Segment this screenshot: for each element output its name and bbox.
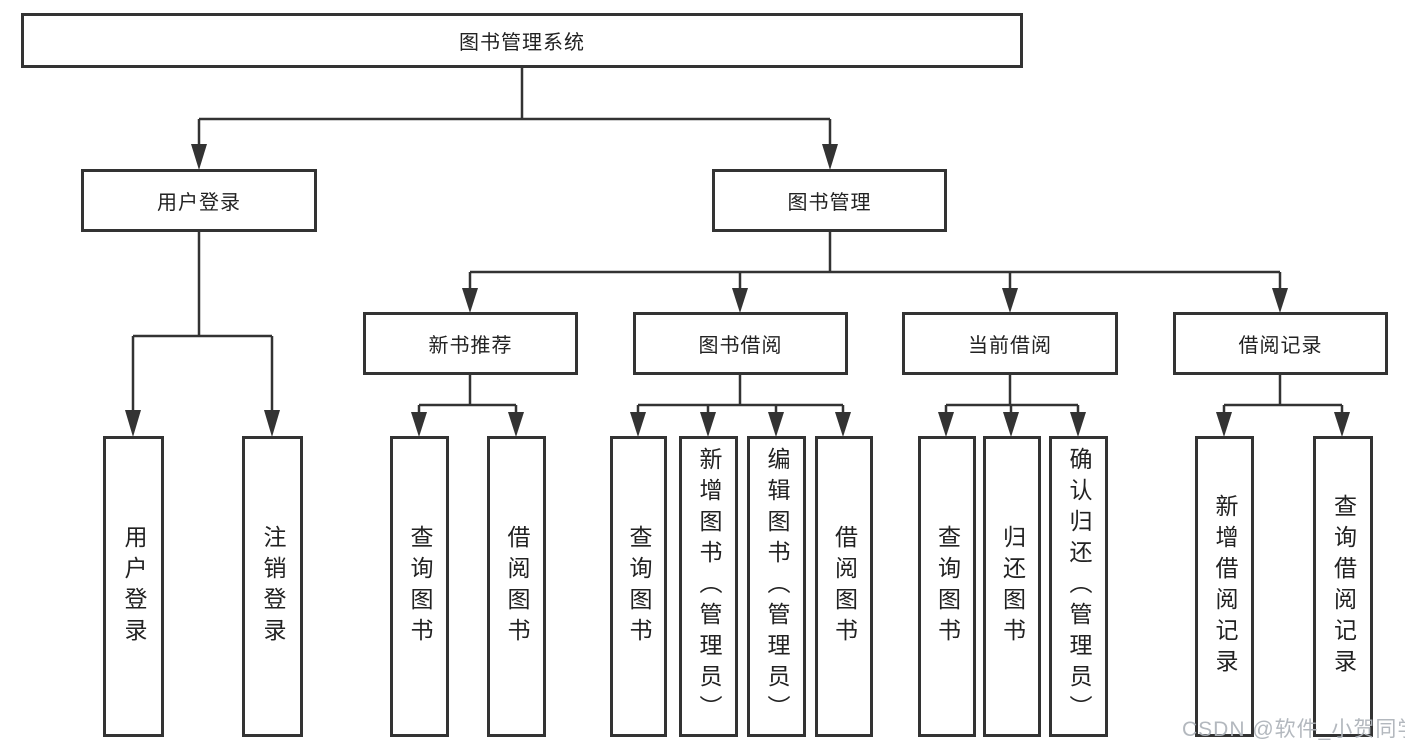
leaf-query-borrow-record-label: 查询借阅记录: [1330, 493, 1357, 680]
leaf-borrow-books: 借阅图书: [815, 436, 873, 737]
connector-borrow-records-to-leaves: [1216, 375, 1350, 437]
leaf-query-borrow-record: 查询借阅记录: [1313, 436, 1373, 737]
node-user-login-label: 用户登录: [157, 192, 241, 214]
connector-user-login-to-leaves: [125, 232, 280, 437]
leaf-add-borrow-record: 新增借阅记录: [1195, 436, 1254, 737]
leaf-return-books-label: 归还图书: [999, 524, 1026, 649]
connector-book-mgmt-to-level3: [462, 232, 1288, 313]
connector-new-book-to-leaves: [411, 375, 524, 437]
node-new-book-recommend-label: 新书推荐: [428, 335, 513, 357]
leaf-borrow-query-books: 查询图书: [610, 436, 667, 737]
connector-root-to-level2: [191, 68, 838, 170]
leaf-newbook-borrow-books: 借阅图书: [487, 436, 546, 737]
csdn-watermark: CSDN @软件_小贺同学: [1182, 718, 1405, 741]
leaf-add-book-admin: 新增图书（管理员）: [679, 436, 738, 737]
node-book-borrow-label: 图书借阅: [698, 335, 783, 357]
leaf-newbook-borrow-books-label: 借阅图书: [504, 524, 530, 649]
connector-current-borrow-to-leaves: [938, 375, 1086, 437]
leaf-logout-label: 注销登录: [260, 524, 286, 649]
leaf-user-login: 用户登录: [103, 436, 164, 737]
node-current-borrow: 当前借阅: [902, 312, 1118, 375]
leaf-current-query-books-label: 查询图书: [934, 524, 961, 649]
leaf-add-borrow-record-label: 新增借阅记录: [1212, 493, 1238, 680]
leaf-user-login-label: 用户登录: [121, 524, 147, 649]
leaf-add-book-admin-label: 新增图书（管理员）: [696, 447, 722, 726]
leaf-logout: 注销登录: [242, 436, 303, 737]
node-user-login: 用户登录: [81, 169, 317, 232]
node-root-system: 图书管理系统: [21, 13, 1023, 68]
node-book-management: 图书管理: [712, 169, 947, 232]
node-borrow-records: 借阅记录: [1173, 312, 1388, 375]
leaf-current-query-books: 查询图书: [918, 436, 976, 737]
node-book-borrow: 图书借阅: [633, 312, 848, 375]
node-new-book-recommend: 新书推荐: [363, 312, 578, 375]
leaf-borrow-query-books-label: 查询图书: [626, 524, 652, 649]
leaf-borrow-books-label: 借阅图书: [831, 524, 858, 649]
node-book-management-label: 图书管理: [787, 192, 872, 214]
leaf-confirm-return-admin: 确认归还（管理员）: [1049, 436, 1108, 737]
leaf-newbook-query-books: 查询图书: [390, 436, 449, 737]
leaf-return-books: 归还图书: [983, 436, 1041, 737]
node-current-borrow-label: 当前借阅: [968, 335, 1052, 357]
leaf-edit-book-admin-label: 编辑图书（管理员）: [764, 447, 790, 726]
node-borrow-records-label: 借阅记录: [1238, 335, 1323, 357]
connector-book-borrow-to-leaves: [630, 375, 851, 437]
leaf-confirm-return-admin-label: 确认归还（管理员）: [1066, 447, 1092, 726]
leaf-newbook-query-books-label: 查询图书: [407, 524, 433, 649]
node-root-label: 图书管理系统: [459, 32, 585, 54]
leaf-edit-book-admin: 编辑图书（管理员）: [747, 436, 806, 737]
